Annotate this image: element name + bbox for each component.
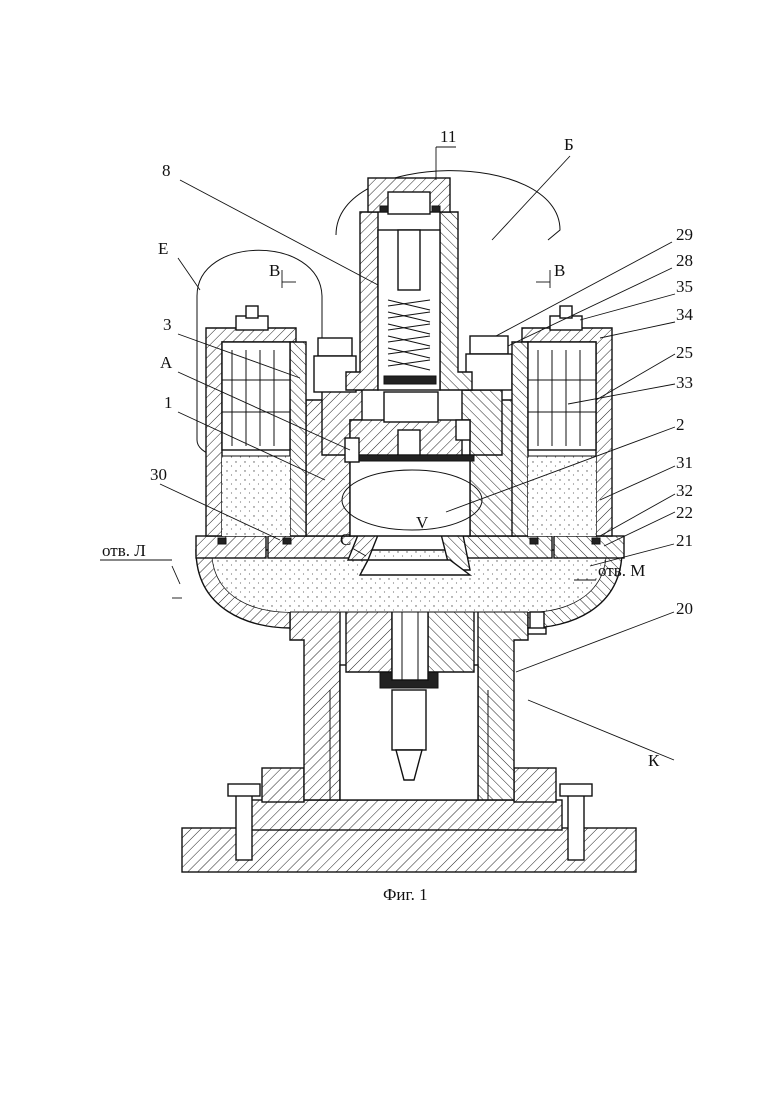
label-22: 22 <box>676 503 693 522</box>
label-3: 3 <box>163 315 172 334</box>
label-2: 2 <box>676 415 685 434</box>
label-otv-l: отв. Л <box>102 541 146 560</box>
left-cartridge <box>206 306 306 536</box>
label-29: 29 <box>676 225 693 244</box>
label-32: 32 <box>676 481 693 500</box>
label-a: А <box>160 353 173 372</box>
label-otv-m: отв. М <box>598 561 645 580</box>
label-21: 21 <box>676 531 693 550</box>
central-column <box>346 178 472 422</box>
figure-caption: Фиг. 1 <box>383 885 428 904</box>
label-35: 35 <box>676 277 693 296</box>
label-28: 28 <box>676 251 693 270</box>
label-30: 30 <box>150 465 167 484</box>
label-c: С <box>340 530 351 549</box>
label-1: 1 <box>164 393 173 412</box>
label-v-volume: V <box>416 513 429 532</box>
label-11: 11 <box>440 127 456 146</box>
label-25: 25 <box>676 343 693 362</box>
label-34: 34 <box>676 305 694 324</box>
right-cartridge <box>512 306 612 536</box>
label-31: 31 <box>676 453 693 472</box>
label-k: К <box>648 751 660 770</box>
label-v-left: В <box>269 261 280 280</box>
label-e: Е <box>158 239 168 258</box>
label-20: 20 <box>676 599 693 618</box>
label-33: 33 <box>676 373 693 392</box>
label-b: Б <box>564 135 574 154</box>
label-8: 8 <box>162 161 171 180</box>
label-v-right: В <box>554 261 565 280</box>
